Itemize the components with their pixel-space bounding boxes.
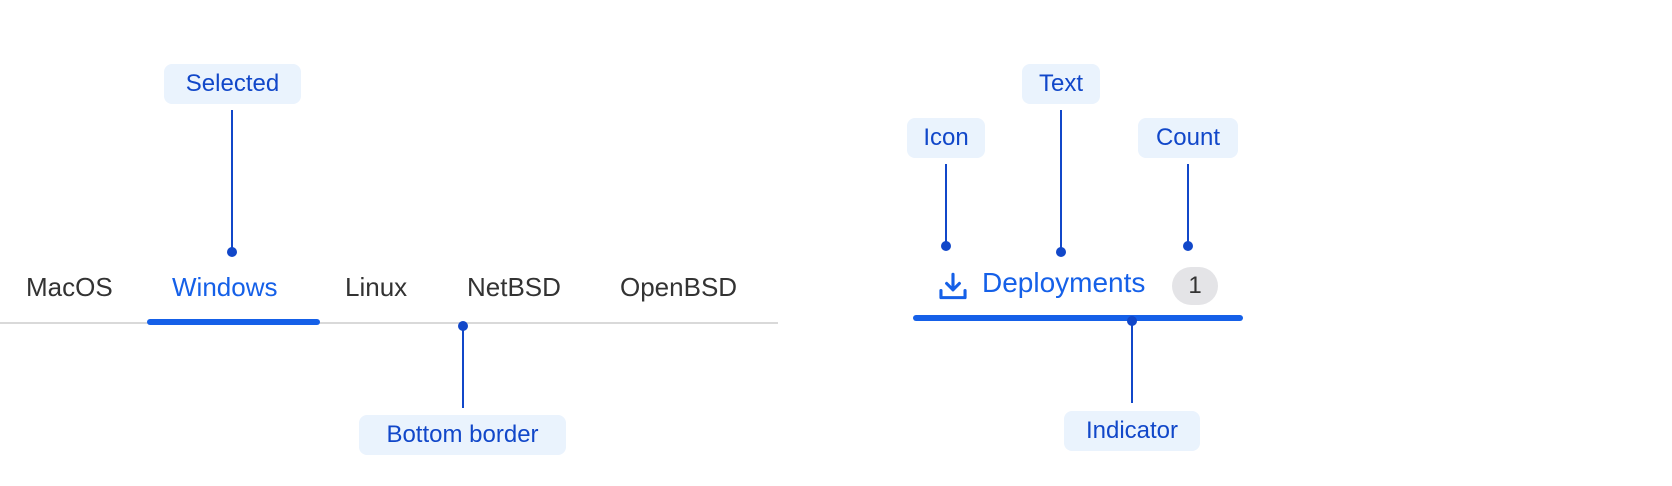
tab-windows[interactable]: Windows [172,272,278,302]
deployments-label: Deployments [982,267,1146,298]
count-leader-dot [1183,241,1193,251]
bottom-border-leader-line [462,326,464,408]
tab-openbsd[interactable]: OpenBSD [620,272,738,302]
count-leader-line [1187,164,1189,246]
indicator-callout: Indicator [1064,411,1200,451]
tab-netbsd[interactable]: NetBSD [467,272,561,302]
bottom-border-callout: Bottom border [359,415,566,455]
selected-leader-dot [227,247,237,257]
count-badge: 1 [1172,267,1218,305]
count-callout: Count [1138,118,1238,158]
text-leader-line [1060,110,1062,252]
tab-macos[interactable]: MacOS [26,272,113,302]
text-leader-dot [1056,247,1066,257]
icon-leader-dot [941,241,951,251]
text-callout: Text [1022,64,1100,104]
icon-callout: Icon [907,118,985,158]
selected-tab-indicator [147,319,320,325]
tab-linux[interactable]: Linux [345,272,408,302]
tab-bar-bottom-border [0,322,778,324]
indicator-leader-line [1131,321,1133,403]
icon-leader-line [945,164,947,246]
download-icon [939,272,967,300]
selected-callout: Selected [164,64,301,104]
active-tab-indicator [913,315,1243,321]
selected-leader-line [231,110,233,252]
